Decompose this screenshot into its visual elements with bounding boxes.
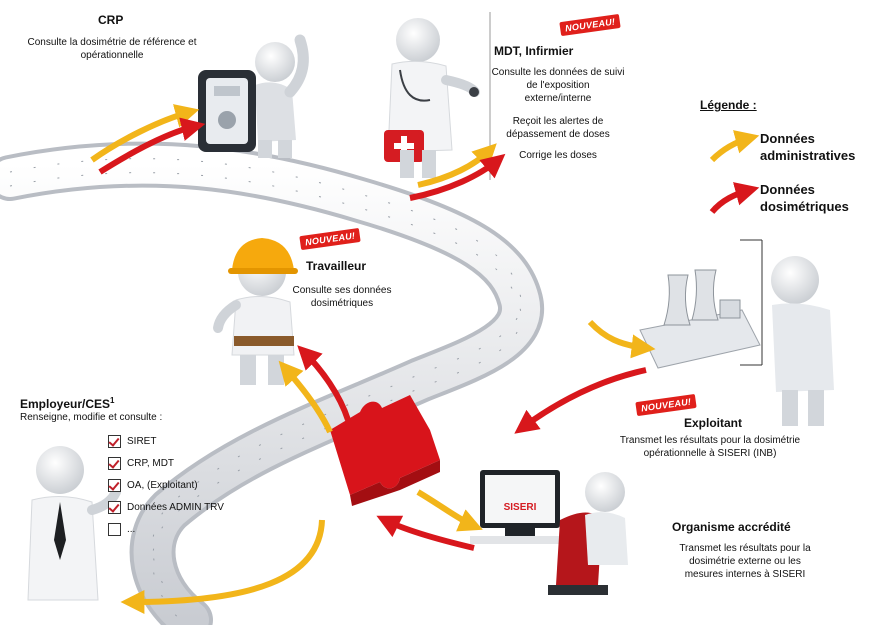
mdt-title: MDT, Infirmier [494,44,574,58]
mdt-desc-line: externe/interne [524,93,592,104]
computer-icon [470,470,610,544]
checkbox-icon [108,434,121,448]
exploitant-desc: Transmet les résultats pour la dosimétri… [598,434,822,460]
puzzle-piece-icon [330,395,440,506]
exploitant-dosi-arrow [514,367,647,434]
hard-hat-icon [232,238,294,270]
checklist-item-label: OA, (Exploitant) [127,479,198,491]
mdt-desc-line: Reçoit les alertes de [512,116,604,127]
employeur-title: Employeur/CES1 [20,396,114,411]
checkbox-icon [108,478,121,492]
travailleur-desc-line: dosimétriques [310,298,374,309]
legend-dosi-line: Données [760,182,815,197]
mdt-desc-line: de l'exposition [526,80,590,91]
organisme-desc: Transmet les résultats pour la dosimétri… [650,542,840,581]
employeur-footnote-mark: 1 [110,396,115,405]
nuclear-plant-icon [639,269,761,369]
crp-desc-line: Consulte la dosimétrie de référence et [27,37,197,48]
checklist-item: Données ADMIN TRV [108,496,224,518]
legend-dosi-arrow [709,182,760,214]
crp-admin-arrow [90,104,200,163]
crp-desc: Consulte la dosimétrie de référence et o… [0,36,224,62]
employeur-admin-arrow [120,519,325,614]
exploitant-admin-arrow [587,319,656,359]
organisme-admin-arrow [416,489,483,532]
employeur-subtitle: Renseigne, modifie et consulte : [20,412,163,423]
checklist-item-label: ... [127,523,136,535]
travailleur-figure [213,238,298,385]
checklist-item-label: Données ADMIN TRV [127,501,224,513]
checklist-item-label: SIRET [127,435,157,447]
checklist-item: ... [108,518,224,540]
legend-admin-line: administratives [760,148,856,163]
organisme-desc-line: Transmet les résultats pour la [679,543,811,554]
checkbox-icon [108,522,121,536]
checklist-item: CRP, MDT [108,452,224,474]
crp-dosi-arrow [98,117,206,175]
checkbox-icon [108,500,121,514]
travailleur-dosi-arrow [297,345,351,421]
organisme-title: Organisme accrédité [672,520,791,534]
organisme-desc-line: mesures internes à SISERI [684,569,806,580]
organisme-figure [470,470,628,595]
legend-title: Légende : [700,98,757,112]
legend-admin-label: Données administratives [760,130,855,164]
travailleur-admin-arrow [278,360,333,434]
exploitant-desc-line: Transmet les résultats pour la dosimétri… [619,435,801,446]
crp-title: CRP [98,13,124,27]
organisme-desc-line: dosimétrie externe ou les [689,556,801,567]
checklist-item-label: CRP, MDT [127,457,175,469]
puzzle-road [0,141,544,625]
mdt-desc: Consulte les données de suivi de l'expos… [470,66,646,162]
legend-admin-line: Données [760,131,815,146]
mdt-figure [384,18,480,178]
legend-admin-arrow [709,130,760,163]
exploitant-title: Exploitant [684,416,743,430]
mdt-desc-line: dépassement de doses [506,129,610,140]
mdt-desc-line: Corrige les doses [519,150,597,161]
organisme-dosi-arrow [376,515,475,551]
crp-desc-line: opérationnelle [80,50,144,61]
legend-dosi-line: dosimétriques [760,199,849,214]
checklist-item: OA, (Exploitant) [108,474,224,496]
employeur-figure [27,446,121,601]
mdt-desc-line: Consulte les données de suivi [491,67,625,78]
travailleur-title: Travailleur [306,259,367,273]
legend-dosi-label: Données dosimétriques [760,181,849,215]
checklist-item: SIRET [108,430,224,452]
mdt-dosi-arrow [409,153,506,201]
crp-figure [198,34,309,158]
travailleur-desc-line: Consulte ses données [292,285,392,296]
exploitant-desc-line: opérationnelle à SISERI (INB) [643,448,777,459]
employeur-checklist: SIRET CRP, MDT OA, (Exploitant) Données ADM… [108,430,224,540]
checkbox-icon [108,456,121,470]
exploitant-figure [639,239,834,426]
screen-label: SISERI [504,502,537,513]
travailleur-desc: Consulte ses données dosimétriques [282,284,402,310]
employeur-title-text: Employeur/CES [20,397,111,411]
